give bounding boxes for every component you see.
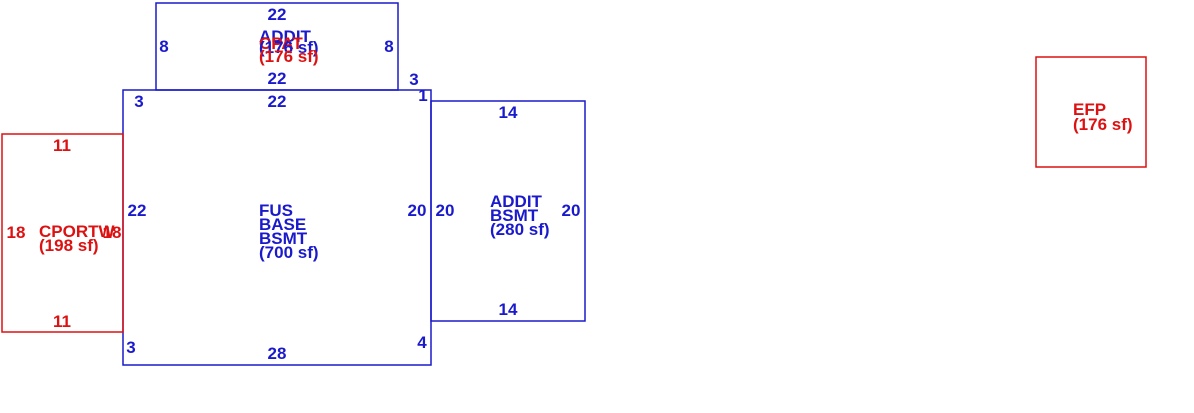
cport-dim-bottom: 11: [53, 312, 71, 331]
addit-bsmt-label-line-1: ADDIT: [490, 192, 543, 211]
addit-top-dim-right: 8: [384, 37, 393, 56]
addit-top-dim-bottom: 22: [268, 69, 287, 88]
main-dim-corner-tl: 3: [134, 92, 143, 111]
addit-bsmt-dim-left: 20: [436, 201, 455, 220]
addit-bsmt-label-line-2: BSMT: [490, 206, 539, 225]
main-area: (700 sf): [259, 243, 319, 262]
addit-bsmt-outline: [430, 100, 586, 322]
efp-outline: [1035, 56, 1147, 168]
main-dim-left: 22: [128, 201, 147, 220]
main-dim-corner-br: 4: [417, 333, 427, 352]
main-label-line-1: FUS: [259, 201, 293, 220]
main-dim-top: 22: [268, 92, 287, 111]
addit-bsmt-area: (280 sf): [490, 220, 550, 239]
main-dim-bottom: 28: [268, 344, 287, 363]
addit-top-area: (176 sf): [259, 38, 319, 57]
cport-dim-right: 18: [103, 223, 122, 242]
efp-area: (176 sf): [1073, 115, 1133, 134]
addit-bsmt-dim-top: 14: [499, 103, 518, 122]
main-label-line-2: BASE: [259, 215, 306, 234]
addit-top-dim-left: 8: [159, 37, 168, 56]
main-dim-right: 20: [408, 201, 427, 220]
main-label-line-3: BSMT: [259, 229, 308, 248]
cpat-label: CPAT: [259, 34, 303, 53]
main-dim-corner-bl: 3: [126, 338, 135, 357]
addit-top-label: ADDIT: [259, 27, 312, 46]
cport-dim-left: 18: [7, 223, 26, 242]
addit-top-dim-top: 22: [268, 5, 287, 24]
addit-top-dim-corner: 3: [409, 70, 418, 89]
addit-bsmt-dim-bottom: 14: [499, 300, 518, 319]
cport-dim-top: 11: [53, 136, 71, 155]
cpat-area: (176 sf): [259, 47, 319, 66]
cport-area: (198 sf): [39, 236, 99, 255]
cport-label: CPORTW: [39, 222, 116, 241]
efp-label: EFP: [1073, 100, 1106, 119]
main-dim-corner-tr: 1: [418, 86, 427, 105]
cport-outline: [1, 133, 124, 333]
addit-bsmt-dim-right: 20: [562, 201, 581, 220]
